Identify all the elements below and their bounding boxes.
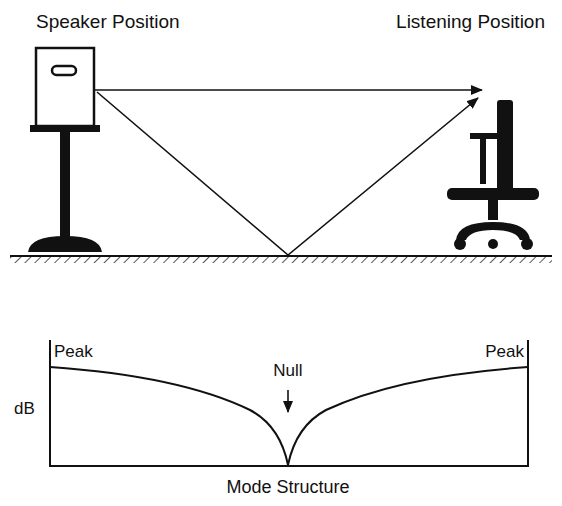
floor-hatch <box>10 256 552 263</box>
floor-line <box>10 255 552 257</box>
chair-symbol <box>447 100 539 250</box>
null-label: Null <box>273 362 302 379</box>
axis-label: dB <box>14 400 35 417</box>
peak-label: Peak <box>54 343 93 360</box>
position-label: Speaker Position <box>36 12 180 31</box>
sound-path <box>95 90 482 255</box>
position-label: Listening Position <box>396 12 545 31</box>
null-pointer <box>287 390 289 412</box>
peak-label: Peak <box>485 343 524 360</box>
mode-chart <box>49 340 529 466</box>
speaker-symbol <box>28 48 102 252</box>
caption-label: Mode Structure <box>226 478 349 496</box>
